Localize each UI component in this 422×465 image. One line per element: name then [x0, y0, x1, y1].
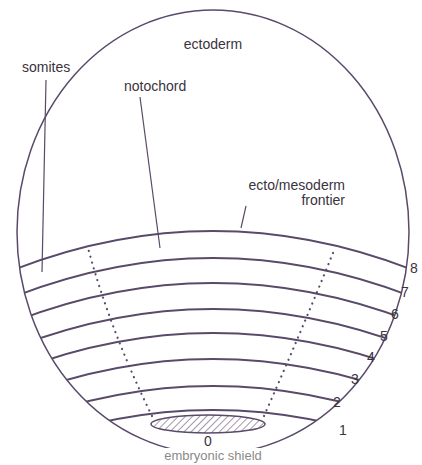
- callout-number: 0: [204, 434, 212, 449]
- structure-label: embryonic shield: [161, 448, 265, 463]
- leader-line: [140, 97, 160, 248]
- callout-number: 1: [339, 423, 347, 438]
- leader-line: [241, 206, 246, 228]
- region-label: ectoderm: [184, 37, 242, 52]
- callout-number: 3: [351, 372, 359, 387]
- notochord-boundary: [88, 248, 335, 416]
- callout-number: 8: [410, 261, 418, 276]
- band-line: [0, 386, 422, 439]
- band-line: [0, 410, 422, 463]
- dotted-line: [264, 248, 335, 416]
- boundary-label: ecto/mesoderm frontier: [205, 178, 345, 208]
- callout-number: 2: [333, 395, 341, 410]
- embryonic-shield: [151, 415, 265, 433]
- leader-line: [42, 80, 46, 272]
- mesoderm-bands: [0, 231, 422, 463]
- callout-number: 4: [367, 350, 375, 365]
- region-label: notochord: [124, 79, 186, 94]
- callout-number: 7: [401, 285, 409, 300]
- callout-number: 5: [380, 329, 388, 344]
- callout-number: 6: [391, 307, 399, 322]
- region-label: somites: [22, 60, 70, 75]
- dotted-line: [88, 248, 152, 416]
- leader-lines: [42, 80, 246, 272]
